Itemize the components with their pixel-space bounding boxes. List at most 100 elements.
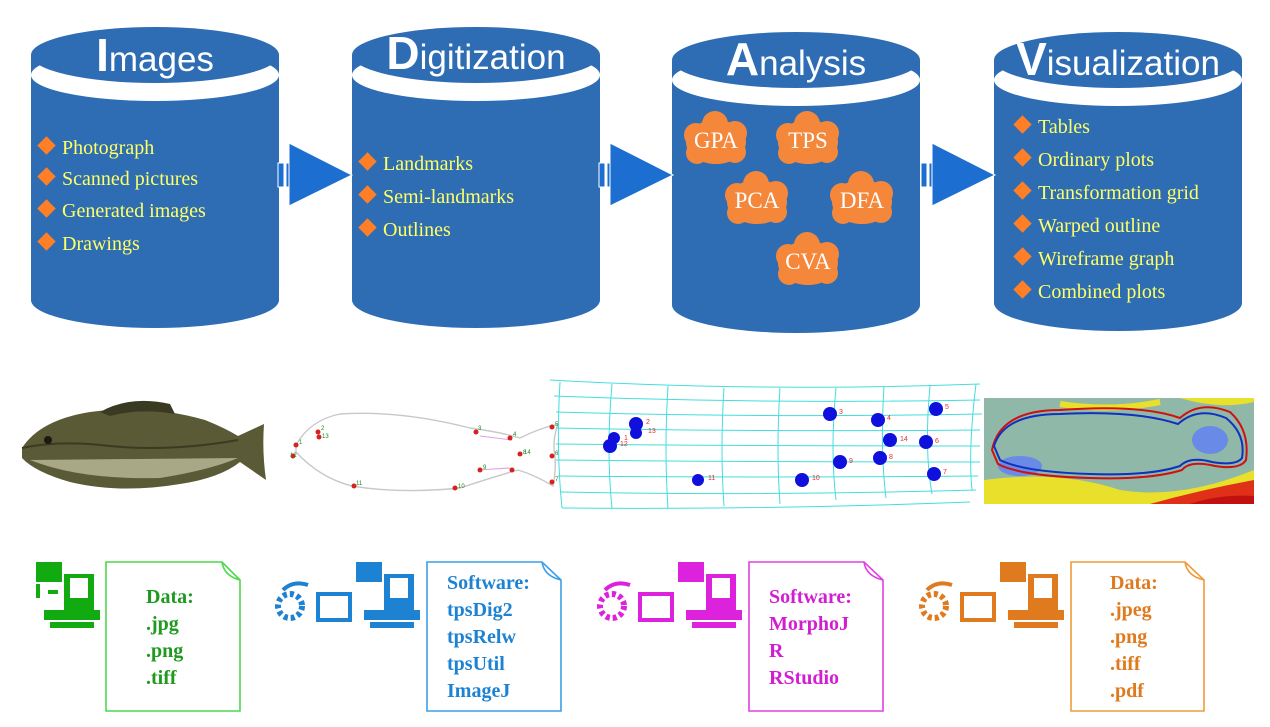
svg-text:14: 14 (900, 436, 908, 443)
visualization-item-combined-plots: Combined plots (1013, 279, 1165, 305)
diamond-bullet-icon (358, 185, 377, 204)
diamond-bullet-icon (37, 199, 56, 218)
cloud-gpa (684, 111, 747, 164)
fish-photo (14, 384, 272, 510)
document-data-images: Data: .jpg .png .tiff (146, 584, 194, 692)
document-data-visualization: Data: .jpeg .png .tiff .pdf (1110, 570, 1158, 705)
doc-line: R (769, 640, 784, 662)
cylinder-digitization (352, 27, 600, 328)
landmark-points (290, 424, 555, 491)
doc-line: .jpeg (1110, 599, 1152, 621)
diamond-bullet-icon (1013, 181, 1032, 200)
arrow-1 (277, 142, 354, 207)
visualization-item-tables: Tables (1013, 114, 1090, 140)
digitization-item-outlines: Outlines (358, 217, 451, 243)
svg-text:3: 3 (839, 409, 843, 416)
diamond-bullet-icon (37, 136, 56, 155)
doc-line: Software: (769, 586, 852, 608)
svg-text:2: 2 (646, 419, 650, 426)
diamond-bullet-icon (37, 167, 56, 186)
doc-line: .tiff (1110, 653, 1141, 675)
images-item-generated: Generated images (37, 198, 206, 224)
svg-text:8: 8 (523, 450, 527, 456)
svg-text:13: 13 (648, 428, 656, 435)
cloud-label-cva: CVA (785, 249, 831, 274)
doc-line: tpsUtil (447, 653, 505, 675)
cloud-label-tps: TPS (788, 128, 828, 153)
svg-text:11: 11 (708, 475, 715, 482)
doc-line: tpsDig2 (447, 599, 513, 621)
svg-text:9: 9 (483, 465, 487, 471)
doc-line: Software: (447, 572, 530, 594)
cloud-cva (776, 232, 839, 285)
title-visualization: Visualization (1016, 33, 1220, 85)
svg-text:4: 4 (887, 415, 891, 422)
arrow-3 (920, 142, 997, 207)
diamond-bullet-icon (358, 218, 377, 237)
transformation-grid (549, 379, 983, 509)
svg-text:11: 11 (356, 481, 363, 487)
svg-text:2: 2 (321, 426, 325, 432)
cloud-tps (776, 111, 839, 164)
visualization-item-ordinary-plots: Ordinary plots (1013, 147, 1154, 173)
svg-text:6: 6 (935, 438, 939, 445)
doc-line: .jpg (146, 613, 179, 635)
visualization-item-wireframe-graph: Wireframe graph (1013, 246, 1174, 272)
doc-line: Data: (146, 586, 194, 608)
images-item-photograph: Photograph (37, 135, 154, 161)
cloud-label-pca: PCA (734, 188, 780, 213)
diamond-bullet-icon (1013, 115, 1032, 134)
svg-text:10: 10 (812, 475, 820, 482)
doc-line: .png (146, 640, 184, 662)
grid-landmarks (603, 402, 943, 487)
warped-outline-heatmap (984, 398, 1254, 504)
images-item-drawings: Drawings (37, 231, 140, 257)
computer-icon-blue (275, 562, 420, 628)
doc-line: MorphoJ (769, 613, 849, 635)
visualization-item-warped-outline: Warped outline (1013, 213, 1160, 239)
digitization-item-landmarks: Landmarks (358, 151, 473, 177)
title-analysis: Analysis (725, 33, 867, 85)
diamond-bullet-icon (37, 232, 56, 251)
diamond-bullet-icon (1013, 148, 1032, 167)
doc-line: Data: (1110, 572, 1158, 594)
svg-text:9: 9 (849, 458, 853, 465)
computer-icon-magenta (597, 562, 742, 628)
cylinder-visualization (994, 32, 1242, 331)
svg-text:7: 7 (943, 469, 947, 476)
images-item-scanned: Scanned pictures (37, 166, 198, 192)
document-shapes (105, 561, 1205, 712)
svg-text:1: 1 (624, 435, 628, 442)
svg-text:10: 10 (458, 484, 465, 490)
svg-text:1: 1 (299, 440, 303, 446)
cylinder-images (31, 27, 279, 328)
title-digitization: Digitization (386, 27, 566, 79)
grid-landmark-labels: 1 2 3 4 5 6 7 8 9 10 11 12 13 14 (620, 404, 949, 482)
svg-text:12: 12 (290, 453, 297, 459)
cloud-label-gpa: GPA (694, 128, 738, 153)
diamond-bullet-icon (1013, 247, 1032, 266)
svg-text:14: 14 (524, 450, 531, 456)
svg-text:7: 7 (555, 477, 559, 483)
doc-line: RStudio (769, 667, 840, 689)
doc-line: .png (1110, 626, 1148, 648)
cloud-dfa (830, 171, 893, 224)
computer-icon-orange (919, 562, 1064, 628)
document-software-analysis: Software: MorphoJ R RStudio (769, 584, 852, 692)
digitization-item-semi-landmarks: Semi-landmarks (358, 184, 514, 210)
svg-text:12: 12 (620, 441, 628, 448)
svg-text:3: 3 (478, 426, 482, 432)
doc-line: .pdf (1110, 680, 1144, 702)
svg-text:5: 5 (945, 404, 949, 411)
svg-text:13: 13 (322, 434, 329, 440)
doc-line: ImageJ (447, 680, 511, 702)
cloud-label-dfa: DFA (839, 188, 885, 213)
doc-line: tpsRelw (447, 626, 516, 648)
svg-text:8: 8 (889, 454, 893, 461)
visualization-item-transformation-grid: Transformation grid (1013, 180, 1199, 206)
doc-line: .tiff (146, 667, 177, 689)
svg-text:6: 6 (555, 451, 559, 457)
clouds (684, 111, 893, 285)
cloud-pca (725, 171, 788, 224)
